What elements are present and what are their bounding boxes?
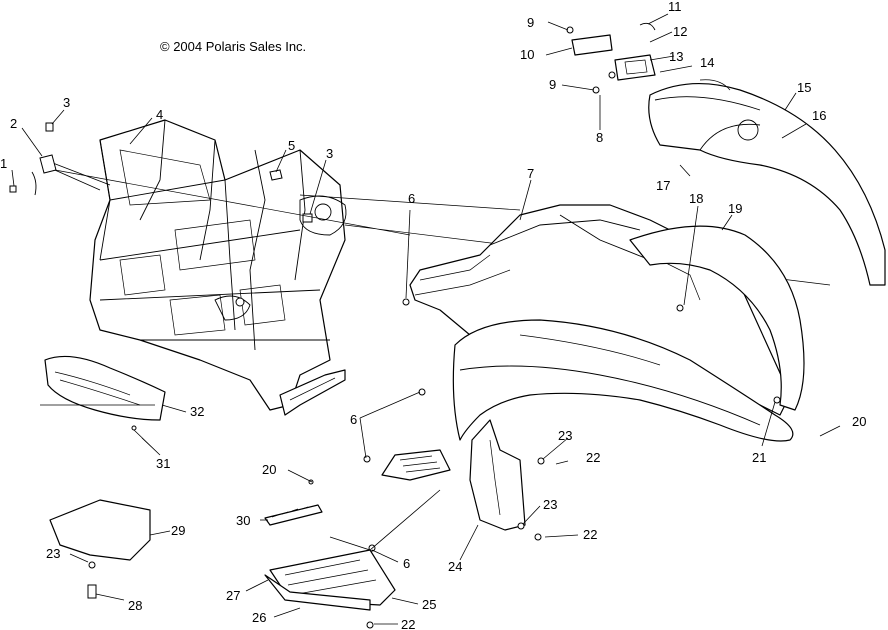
- callout-23c: 23: [46, 546, 60, 561]
- leader-lines: [11, 13, 841, 625]
- grip-strip: [264, 504, 323, 526]
- callout-6c: 6: [403, 556, 410, 571]
- callout-9a: 9: [527, 15, 534, 30]
- callout-30: 30: [236, 513, 250, 528]
- callout-29: 29: [171, 523, 185, 538]
- callout-20b: 20: [262, 462, 276, 477]
- callout-1: 1: [0, 156, 7, 171]
- callout-23a: 23: [558, 428, 572, 443]
- callout-12: 12: [673, 24, 687, 39]
- callout-6b: 6: [350, 412, 357, 427]
- callout-22c: 22: [401, 617, 415, 630]
- callout-27: 27: [226, 588, 240, 603]
- headlight-bracket: [566, 22, 656, 94]
- callout-22b: 22: [583, 527, 597, 542]
- seat-pad: [40, 355, 166, 421]
- callout-22a: 22: [586, 450, 600, 465]
- callout-15: 15: [797, 80, 811, 95]
- callout-9b: 9: [549, 77, 556, 92]
- front-fender: [452, 225, 805, 442]
- callout-4: 4: [156, 107, 163, 122]
- copyright-text: © 2004 Polaris Sales Inc.: [160, 39, 307, 54]
- mud-flap: [469, 419, 526, 531]
- skid-plate: [49, 499, 151, 599]
- frame: [9, 119, 347, 416]
- callout-23b: 23: [543, 497, 557, 512]
- callout-6a: 6: [408, 191, 415, 206]
- callout-13: 13: [669, 49, 683, 64]
- callout-10: 10: [520, 47, 534, 62]
- footrest: [264, 449, 451, 611]
- callout-2: 2: [10, 116, 17, 131]
- callouts: 1 2 3 4 5 3 6 7 8 9 10 9 11 12 13 14 15 …: [0, 0, 866, 630]
- callout-8: 8: [596, 130, 603, 145]
- callout-17: 17: [656, 178, 670, 193]
- callout-11: 11: [668, 0, 682, 14]
- callout-26: 26: [252, 610, 266, 625]
- callout-31: 31: [156, 456, 170, 471]
- callout-21: 21: [752, 450, 766, 465]
- callout-16: 16: [812, 108, 826, 123]
- callout-18: 18: [689, 191, 703, 206]
- callout-24: 24: [448, 559, 462, 574]
- callout-7: 7: [527, 166, 534, 181]
- callout-14: 14: [700, 55, 714, 70]
- callout-28: 28: [128, 598, 142, 613]
- callout-3a: 3: [63, 95, 70, 110]
- callout-19: 19: [728, 201, 742, 216]
- callout-32: 32: [190, 404, 204, 419]
- callout-20a: 20: [852, 414, 866, 429]
- headlight-pod: [648, 79, 886, 286]
- callout-3b: 3: [326, 146, 333, 161]
- callout-25: 25: [422, 597, 436, 612]
- callout-5: 5: [288, 138, 295, 153]
